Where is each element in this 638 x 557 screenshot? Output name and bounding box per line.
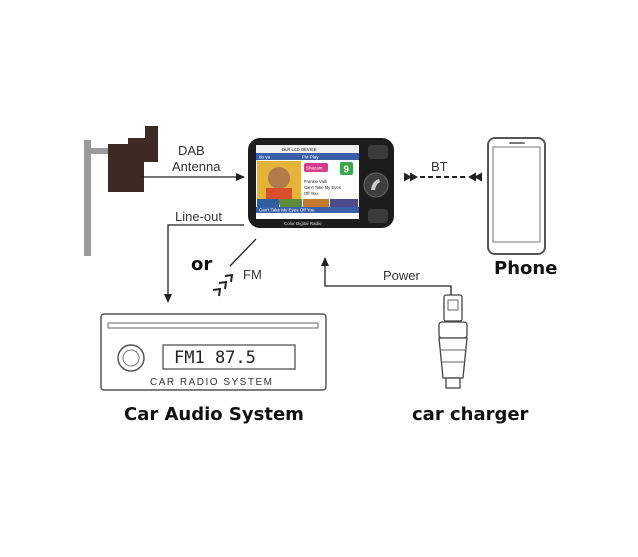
antenna-base-icon [108, 126, 158, 192]
antenna-arm [84, 148, 114, 154]
line-out-arrow [164, 224, 244, 303]
car-audio-label: Car Audio System [124, 404, 304, 425]
radio-display [162, 344, 296, 370]
screen-ticker: Can't Take My Eyes Off You [259, 208, 315, 213]
device-button-bottom[interactable] [368, 209, 388, 223]
cd-slot [107, 322, 319, 329]
phone-speaker [509, 142, 525, 144]
fm-label: FM [243, 267, 262, 282]
power-label: Power [383, 268, 421, 283]
screen-line3: Off You [304, 191, 318, 196]
channel-tile [340, 162, 353, 175]
dab-antenna [84, 126, 158, 256]
line-out-label: Line-out [175, 209, 222, 224]
phone-call-icon [371, 179, 380, 190]
fm-signal-icon [212, 273, 234, 297]
car-charger-label: car charger [412, 404, 529, 425]
power-arrow [321, 257, 452, 297]
screen-line1: Frankie Valli [304, 179, 327, 184]
bt-connection: BT [404, 159, 482, 182]
antenna-mast [84, 140, 91, 256]
device-footer: Color Digital Radio [284, 221, 322, 226]
screen-header: DLR LCD DEVICE [282, 147, 317, 152]
dab-receiver: DLR LCD DEVICE do ya FM Play Shazam 9 Fr… [248, 138, 394, 228]
screen-line2: Can't Take My Eyes [304, 185, 341, 190]
screen-tab-left: do ya [259, 155, 271, 160]
phone-label: Phone [494, 258, 557, 279]
device-button-top[interactable] [368, 145, 388, 159]
charger-tip [445, 377, 461, 389]
or-label: or [191, 254, 212, 275]
screen-tab-right: FM Play [302, 155, 319, 160]
phone: Phone [487, 137, 557, 279]
svg-text:Shazam: Shazam [306, 166, 323, 171]
charger-head [438, 321, 468, 339]
radio-system-label: CAR RADIO SYSTEM [150, 377, 273, 388]
radio-display-text: FM1 87.5 [174, 348, 256, 368]
dab-label: DAB [178, 143, 205, 158]
car-radio: FM1 87.5 CAR RADIO SYSTEM [100, 313, 327, 391]
channel-number: 9 [344, 165, 350, 176]
phone-screen [492, 146, 541, 243]
charger-body [438, 337, 468, 379]
antenna-label: Antenna [172, 159, 221, 174]
bt-label: BT [431, 159, 448, 174]
car-charger: car charger [412, 294, 529, 425]
fm-line [229, 238, 257, 267]
screen-badge [304, 163, 328, 172]
